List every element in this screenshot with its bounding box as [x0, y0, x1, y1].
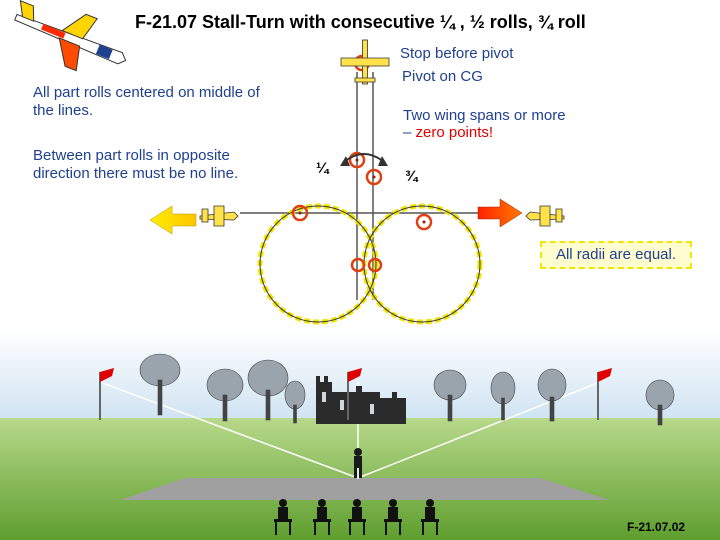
pull-up-circle: [257, 203, 379, 325]
pivot-on-cg-note: Pivot on CG: [402, 68, 483, 85]
entry-marker: [291, 204, 309, 222]
trees: [139, 353, 675, 426]
runway: [120, 478, 610, 500]
rotation-arrow-head-left: [340, 156, 350, 166]
direction-arrow-yellow: [149, 205, 197, 235]
pilot-figure: [354, 448, 362, 478]
three-quarter-roll-marker: [365, 168, 383, 186]
between-rolls-note: Between part rolls in opposite direction…: [33, 147, 239, 182]
pivot-airplane-icon: [340, 39, 390, 85]
zero-points-note: – zero points!: [403, 124, 493, 142]
spectators: [274, 499, 439, 535]
zero-points-warning: zero points!: [415, 124, 494, 141]
quarter-roll-label: ¼: [316, 160, 329, 177]
exit-marker: [415, 213, 433, 231]
rotation-arrow-head-right: [378, 156, 388, 166]
flag-center: [347, 368, 362, 420]
sight-line-left: [99, 381, 359, 479]
half-roll-marker-down: [367, 257, 383, 273]
flag-right: [597, 368, 612, 420]
figure-code: F-21.07.02: [627, 520, 686, 534]
entry-airplane-icon: [199, 205, 239, 227]
zero-points-dash: –: [403, 124, 416, 141]
flag-left: [99, 368, 114, 420]
page-title: F-21.07 Stall-Turn with consecutive ¼ , …: [135, 12, 586, 32]
equal-radii-note: All radii are equal.: [540, 241, 692, 269]
pull-up-circle-line: [259, 205, 377, 323]
title-airplane-graphic: [14, 0, 127, 72]
wing-spans-note: Two wing spans or more: [403, 107, 566, 124]
half-roll-marker-up: [350, 257, 366, 273]
roll-markers: [291, 54, 433, 273]
part-rolls-note: All part rolls centered on middle of the…: [33, 84, 260, 119]
stop-before-pivot-note: Stop before pivot: [400, 45, 514, 62]
exit-airplane-icon: [525, 205, 565, 227]
castle-windows: [322, 392, 374, 414]
direction-arrow-red: [477, 198, 523, 228]
quarter-roll-marker: [348, 151, 366, 169]
three-quarter-roll-label: ¾: [405, 168, 418, 185]
